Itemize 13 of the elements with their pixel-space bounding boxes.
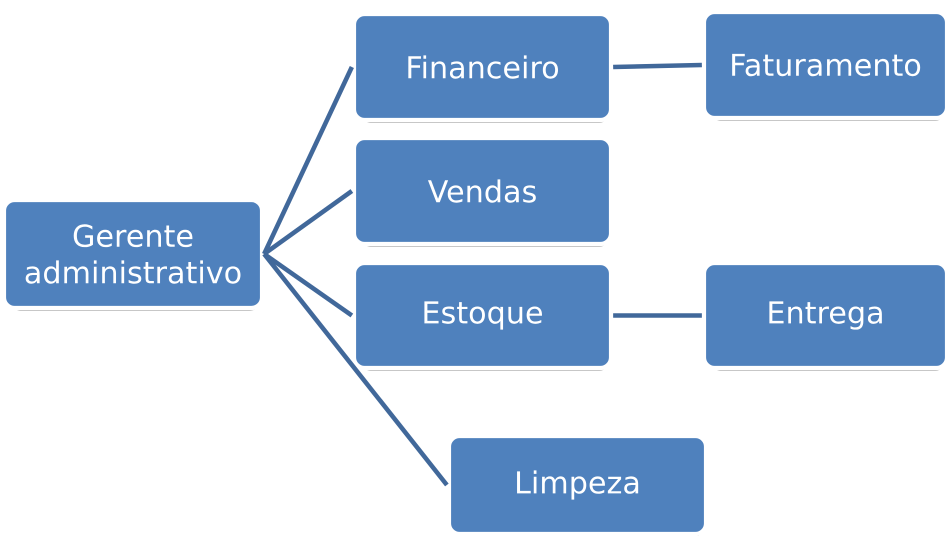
connector-line <box>262 252 449 486</box>
process-box: Faturamento <box>702 10 946 121</box>
process-box: Entrega <box>702 260 946 371</box>
process-box: Limpeza <box>446 434 708 536</box>
process-box: Gerente administrativo <box>2 198 264 311</box>
connector-line <box>262 189 354 256</box>
process-box: Financeiro <box>352 12 614 123</box>
connector-line <box>262 66 354 255</box>
process-box: Vendas <box>352 136 614 247</box>
connector-line <box>613 62 702 70</box>
connector-line <box>613 313 702 318</box>
process-box: Estoque <box>352 260 614 371</box>
connector-line <box>262 252 354 318</box>
